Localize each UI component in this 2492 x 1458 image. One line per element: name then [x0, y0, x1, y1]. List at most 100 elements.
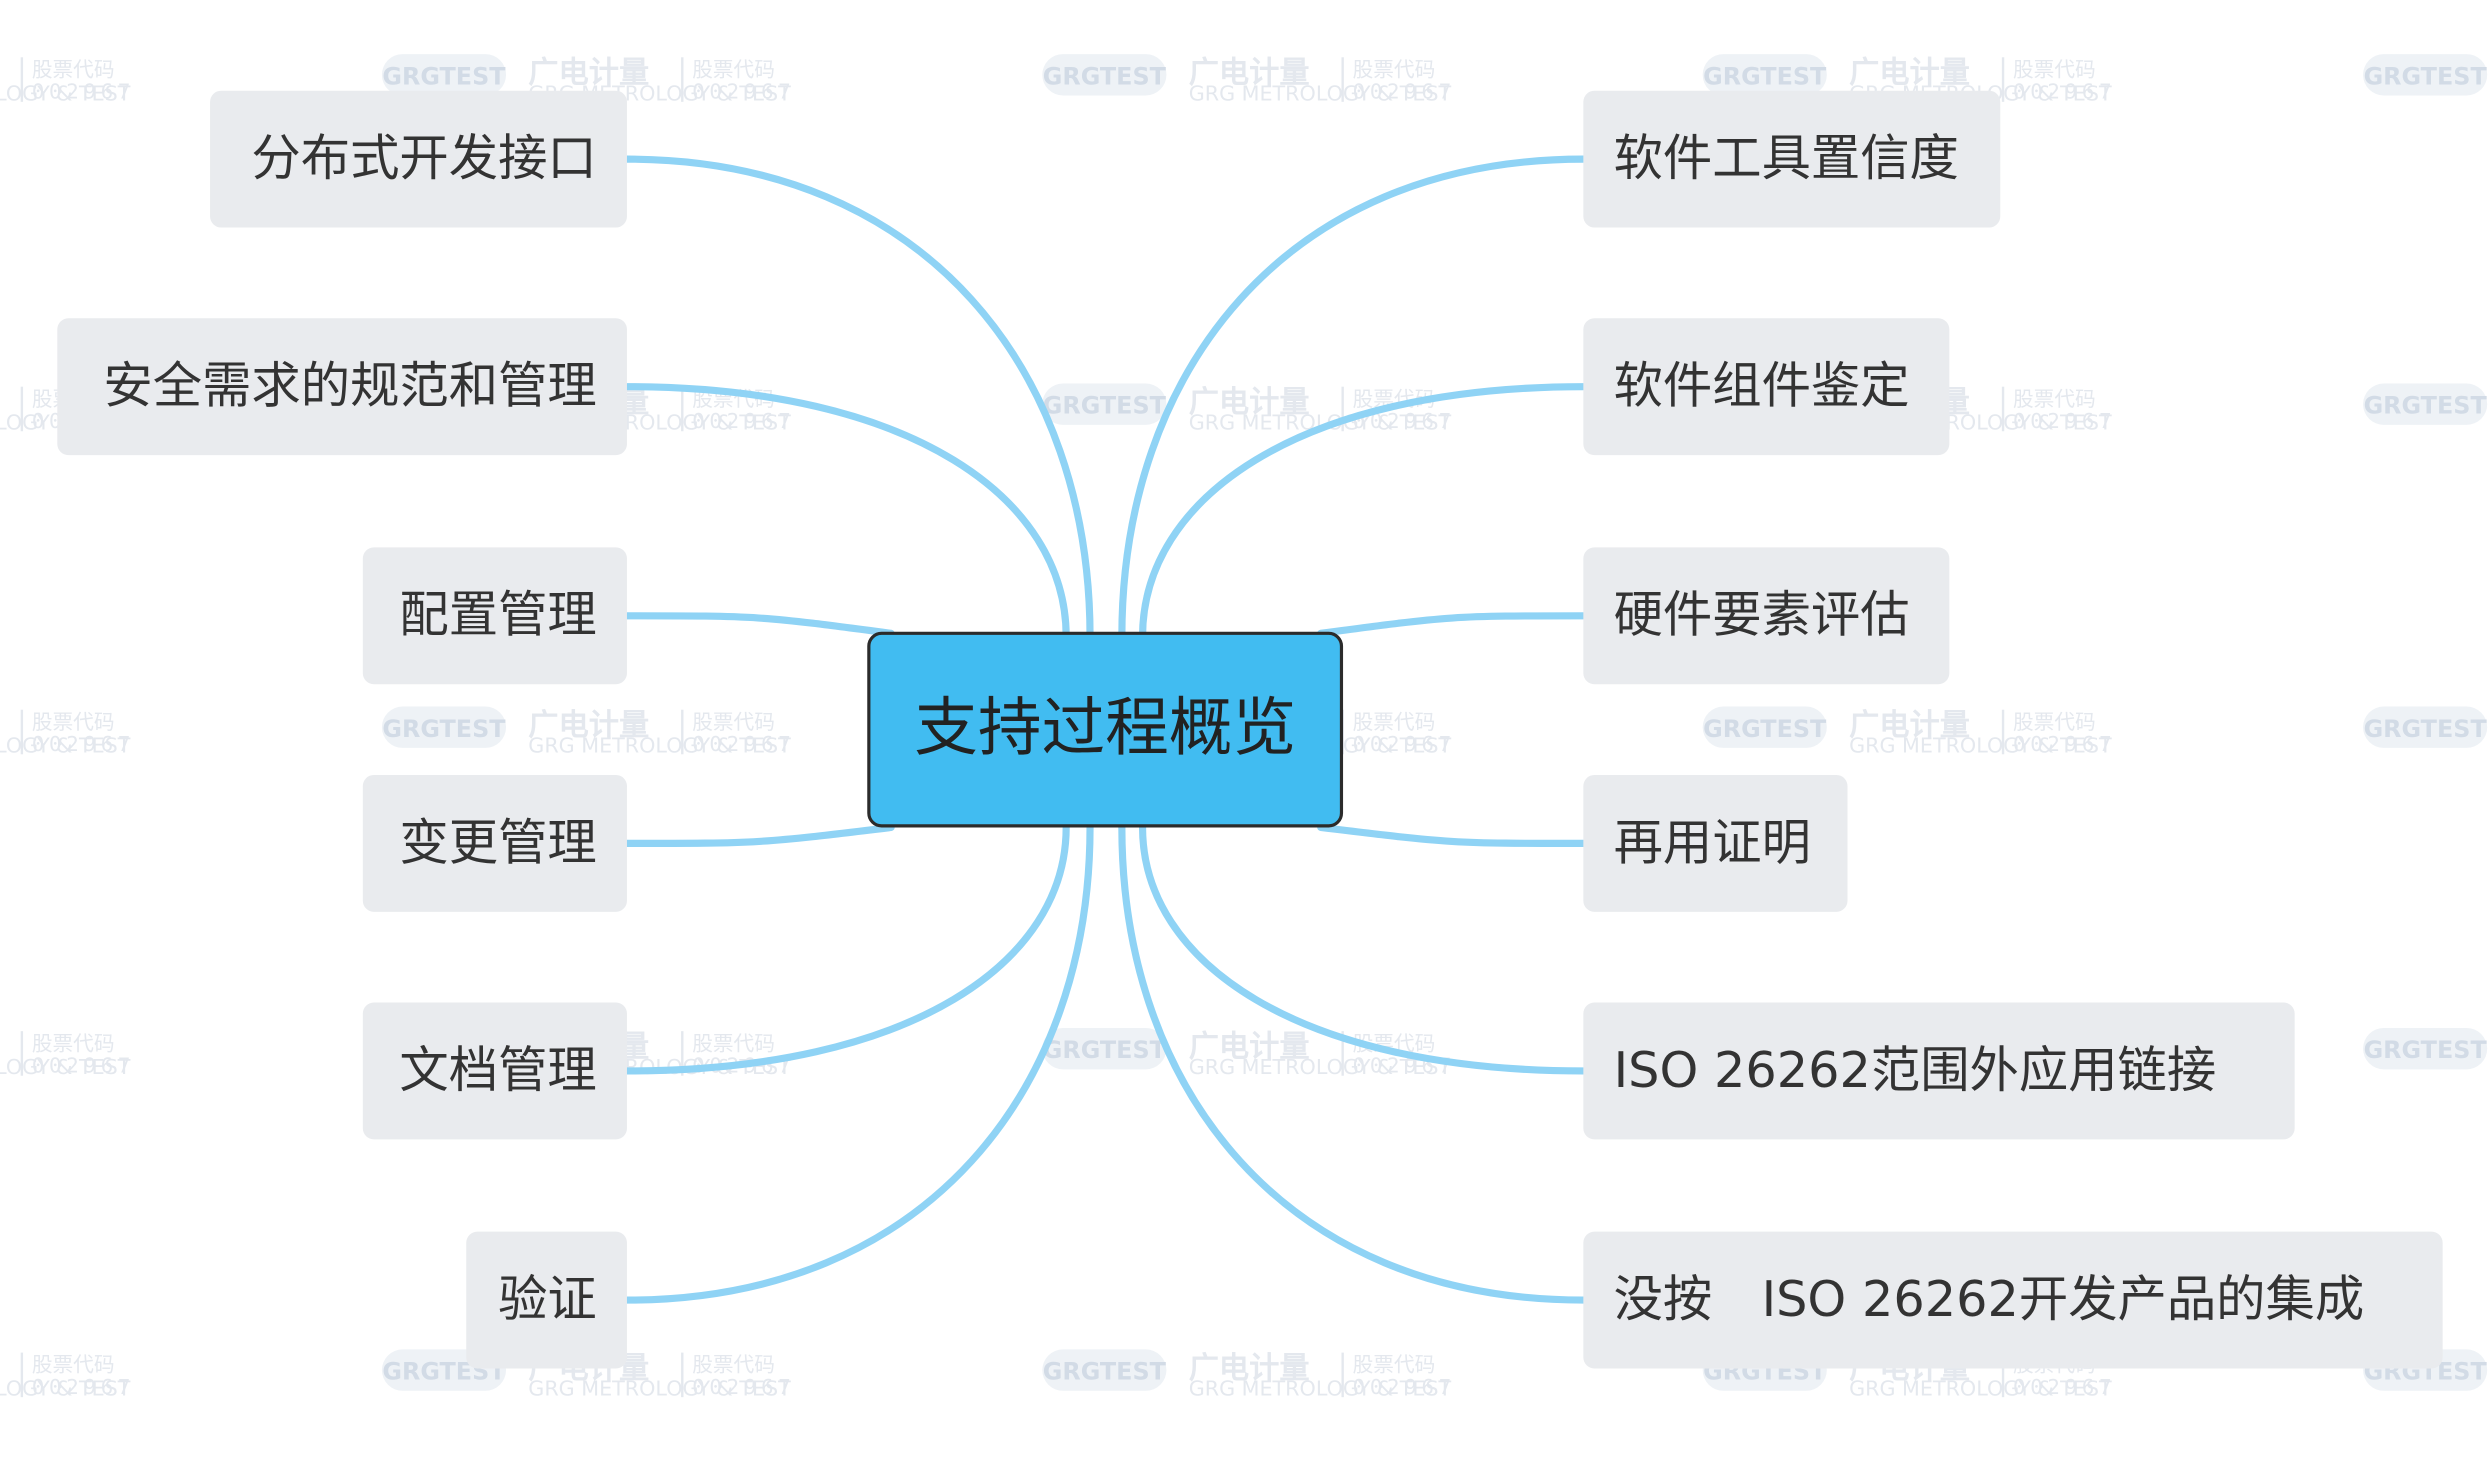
watermark-stock-code: 002967: [692, 732, 795, 756]
watermark-separator: [20, 1352, 24, 1398]
branch-change-management[interactable]: 变更管理: [362, 774, 627, 912]
watermark-logo-text: GRGTEST: [382, 62, 506, 90]
watermark-separator: [1341, 57, 1344, 102]
branch-software-tool-confidence[interactable]: 软件工具置信度: [1583, 90, 2001, 228]
watermark-separator: [681, 57, 684, 102]
connector-left-6: [623, 823, 1094, 1304]
watermark-separator: [1341, 1031, 1344, 1076]
watermark-stock-label: 股票代码: [2013, 57, 2096, 81]
connector-left-2: [623, 383, 1070, 641]
watermark-separator: [20, 386, 24, 432]
watermark-logo-badge: [1042, 383, 1167, 425]
watermark-logo-badge: [1702, 54, 1827, 96]
branch-interfacing-outside-iso-26262[interactable]: ISO 26262范围外应用链接: [1583, 1002, 2295, 1140]
watermark-stock-label: 股票代码: [692, 710, 775, 734]
watermark-tagline: GRG METROLOGY & TEST: [1849, 1377, 2112, 1401]
watermark-stock-code: 002967: [1353, 80, 1456, 104]
watermark-tagline: GRG METROLOGY & TEST: [1189, 1377, 1452, 1401]
watermark-logo-text: GRGTEST: [2364, 62, 2488, 90]
branch-integration-of-non-iso-26262-products[interactable]: 没按 ISO 26262开发产品的集成: [1583, 1231, 2443, 1369]
watermark-stock-label: 股票代码: [692, 57, 775, 81]
watermark-company: 广电计量: [528, 56, 649, 91]
watermark-stock-label: 股票代码: [1353, 57, 1436, 81]
watermark-logo-badge: [2363, 54, 2488, 96]
watermark-separator: [2001, 709, 2005, 755]
connector-left-5: [623, 823, 1070, 1075]
watermark-logo-text: GRGTEST: [2364, 1036, 2488, 1064]
watermark-logo-text: GRGTEST: [1703, 62, 1827, 90]
watermark-tagline: GRG METROLOGY & TEST: [1189, 1055, 1452, 1079]
watermark-logo-badge: [2363, 706, 2488, 748]
watermark-logo-text: GRGTEST: [1043, 392, 1167, 420]
connector-right-4: [1317, 823, 1587, 847]
watermark-stock-label: 股票代码: [2013, 710, 2096, 734]
connector-right-1: [1118, 155, 1587, 641]
watermark-separator: [20, 57, 24, 102]
watermark-company: 广电计量: [1849, 708, 1970, 743]
branch-distributed-development-interface[interactable]: 分布式开发接口: [210, 90, 627, 228]
watermark-stock-code: 002967: [1353, 1375, 1456, 1399]
watermark-stock-label: 股票代码: [692, 1353, 775, 1377]
branch-proven-in-use-argument[interactable]: 再用证明: [1583, 774, 1848, 912]
watermark-separator: [1341, 1352, 1344, 1398]
connector-left-3: [623, 612, 895, 637]
watermark-separator: [2001, 1352, 2005, 1398]
branch-documentation-management[interactable]: 文档管理: [362, 1002, 627, 1140]
watermark-company: 广电计量: [1189, 1030, 1310, 1065]
watermark-stock-label: 股票代码: [32, 57, 115, 81]
watermark-separator: [2001, 386, 2005, 432]
branch-hardware-element-evaluation[interactable]: 硬件要素评估: [1583, 547, 1950, 685]
watermark-stock-label: 股票代码: [2013, 387, 2096, 411]
watermark-tagline: GRG METROLOGY & TEST: [1189, 81, 1452, 105]
watermark-separator: [681, 386, 684, 432]
branch-verification[interactable]: 验证: [466, 1231, 627, 1369]
watermark-stock-code: 002967: [32, 1375, 135, 1399]
watermark-stock-label: 股票代码: [1353, 710, 1436, 734]
watermark-logo-badge: [1702, 706, 1827, 748]
watermark-stock-label: 股票代码: [32, 1031, 115, 1055]
watermark-stock-code: 002967: [2013, 80, 2116, 104]
watermark-logo-text: GRGTEST: [1043, 1036, 1167, 1064]
watermark-logo-text: GRGTEST: [1703, 715, 1827, 743]
watermark-company: 广电计量: [1189, 56, 1310, 91]
watermark-separator: [681, 1352, 684, 1398]
watermark-tagline: GRG METROLOGY & TEST: [528, 734, 791, 758]
watermark-company: 广电计量: [1189, 1351, 1310, 1386]
watermark-logo-text: GRGTEST: [2364, 392, 2488, 420]
watermark-logo-badge: [1042, 1349, 1167, 1391]
watermark-company: 广电计量: [1849, 56, 1970, 91]
watermark-stock-code: 002967: [2013, 732, 2116, 756]
watermark-stock-code: 002967: [32, 732, 135, 756]
branch-configuration-management[interactable]: 配置管理: [362, 547, 627, 685]
connector-left-4: [623, 823, 895, 847]
branch-safety-requirements-management[interactable]: 安全需求的规范和管理: [57, 318, 627, 456]
watermark-stock-code: 002967: [2013, 1375, 2116, 1399]
watermark-logo-badge: [1042, 1027, 1167, 1070]
watermark-logo-text: GRGTEST: [1043, 1358, 1167, 1386]
branch-software-component-qualification[interactable]: 软件组件鉴定: [1583, 318, 1950, 456]
central-topic[interactable]: 支持过程概览: [867, 631, 1344, 828]
watermark-stock-label: 股票代码: [1353, 1353, 1436, 1377]
connector-right-3: [1317, 612, 1587, 637]
watermark-company: 广电计量: [1189, 385, 1310, 420]
watermark-separator: [2001, 57, 2005, 102]
watermark-separator: [681, 709, 684, 755]
watermark-stock-code: 002967: [692, 80, 795, 104]
connector-right-6: [1118, 823, 1587, 1304]
watermark-company: 广电计量: [528, 708, 649, 743]
watermark-logo-badge: [381, 706, 507, 748]
watermark-tagline: GRG METROLOGY & TEST: [1849, 734, 2112, 758]
watermark-stock-code: 002967: [692, 409, 795, 433]
